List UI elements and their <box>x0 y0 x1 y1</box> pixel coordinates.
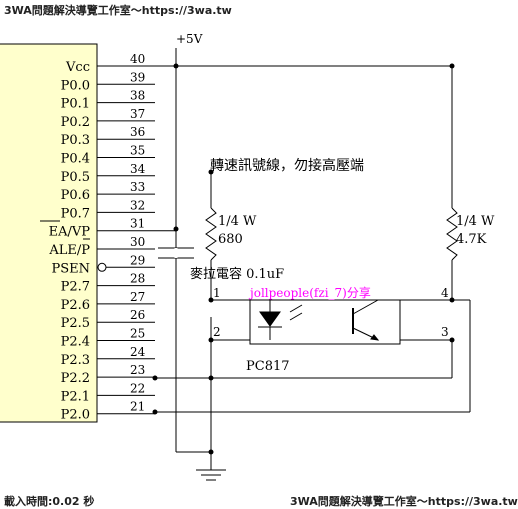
supply-label: +5V <box>176 32 203 46</box>
pin-label: P0.6 <box>61 188 90 203</box>
pin-label: P2.0 <box>61 408 90 423</box>
pin-number: 36 <box>130 125 145 139</box>
optocoupler-body <box>249 299 401 345</box>
capacitor-symbol <box>158 247 194 259</box>
credit-label: jollpeople(fzi_7)分享 <box>248 285 371 300</box>
pin-label: P2.1 <box>61 389 90 404</box>
pin-label: EA/VP <box>49 225 91 240</box>
pin-number: 37 <box>130 107 145 121</box>
opto-pin4-label: 4 <box>441 286 449 300</box>
pin-label: P0.0 <box>61 78 90 93</box>
resistor-r1 <box>205 207 217 261</box>
pin-label: P2.2 <box>61 371 90 386</box>
pin-number: 30 <box>130 235 145 249</box>
led-symbol <box>258 300 303 340</box>
pin-label: P2.3 <box>61 353 90 368</box>
pin-number: 34 <box>130 162 146 176</box>
pin-label: P0.7 <box>61 206 90 221</box>
opto-pin1-label: 1 <box>213 286 221 300</box>
phototransistor-symbol <box>352 299 380 341</box>
r1-power-label: 1/4 W <box>218 214 257 229</box>
pin-label: P0.5 <box>61 170 90 185</box>
pin-label: P2.4 <box>61 335 90 350</box>
pin-number: 25 <box>130 327 145 341</box>
pin-number: 29 <box>130 253 145 267</box>
pin-number: 26 <box>130 308 145 322</box>
pin-number: 32 <box>130 198 145 212</box>
resistor-r2 <box>446 207 458 261</box>
pin-label: P0.4 <box>61 152 90 167</box>
pin-label: ALE/P <box>48 243 90 258</box>
pin-number: 40 <box>130 52 145 66</box>
pin-number: 24 <box>130 345 146 359</box>
psen-inversion-bubble <box>97 262 107 272</box>
r1-value-label: 680 <box>218 232 243 247</box>
r2-power-label: 1/4 W <box>456 214 495 229</box>
pin-number: 38 <box>130 89 145 103</box>
signal-note: 轉速訊號線，勿接高壓端 <box>210 157 364 174</box>
pin-number: 23 <box>130 363 145 377</box>
pin-number: 27 <box>130 290 145 304</box>
pin-number: 28 <box>130 272 145 286</box>
capacitor-label: 麥拉電容 0.1uF <box>190 266 284 282</box>
ground-symbol <box>196 469 226 481</box>
pin-label: Vcc <box>65 60 90 75</box>
pin-label: PSEN <box>51 261 90 276</box>
pin-number: 22 <box>130 381 145 395</box>
pin-number: 33 <box>130 180 145 194</box>
r2-value-label: 4.7K <box>456 232 487 247</box>
opto-pin2-label: 2 <box>213 325 221 339</box>
pin-label: P2.5 <box>61 316 90 331</box>
junction-dots <box>152 63 455 455</box>
pin-label: P2.6 <box>61 298 90 313</box>
pin-label: P2.7 <box>61 280 90 295</box>
watermark-top: 3WA問題解決導覽工作室～https://3wa.tw <box>4 4 232 17</box>
part-number-label: PC817 <box>246 359 290 374</box>
pin-number: 21 <box>130 400 145 414</box>
pin-number: 31 <box>130 217 145 231</box>
watermark-bottom-right: 3WA問題解決導覽工作室～https://3wa.tw <box>290 495 518 508</box>
pin-label: P0.3 <box>61 133 90 148</box>
opto-pin3-label: 3 <box>441 325 449 339</box>
mcu-chip-body <box>0 43 98 423</box>
watermark-load-time: 載入時間:0.02 秒 <box>4 495 95 508</box>
pin-number: 39 <box>130 70 145 84</box>
pin-label: P0.2 <box>61 115 90 130</box>
pin-label: P0.1 <box>61 97 90 112</box>
pin-number: 35 <box>130 144 145 158</box>
